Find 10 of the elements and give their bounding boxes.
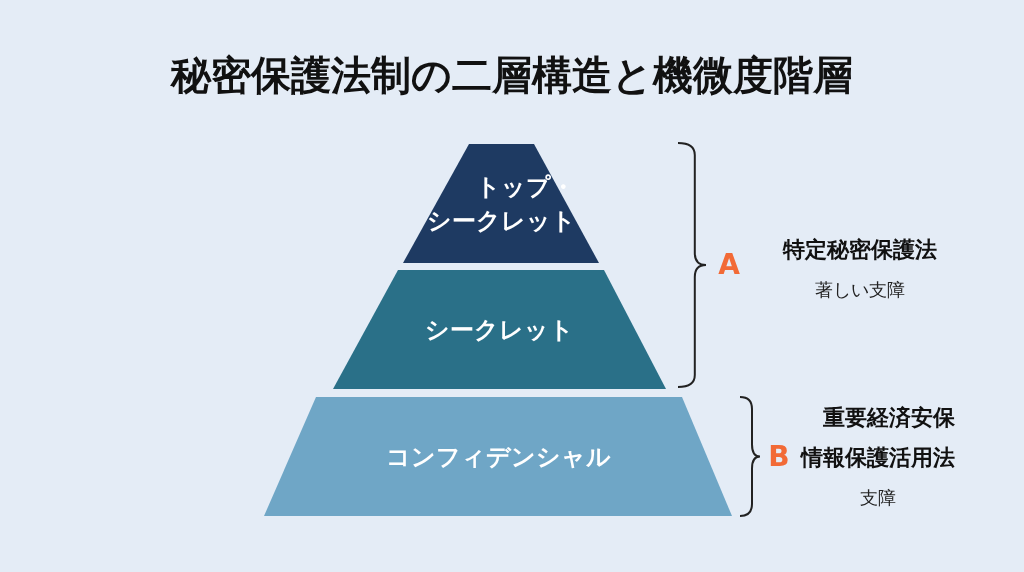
tier-label: コンフィデンシャル [384,441,612,473]
impact-note: 支障 [859,486,897,510]
group-letter: B [767,439,791,475]
law-name: 重要経済安保情報保護活用法 [799,404,956,472]
law-name: 特定秘密保護法 [781,236,938,264]
impact-note: 著しい支障 [814,278,906,302]
tier-label: トップ・シークレット [426,171,576,237]
tier-label: シークレット [424,314,575,346]
title: 秘密保護法制の二層構造と機微度階層 [169,51,854,100]
group-letter: A [717,247,741,283]
